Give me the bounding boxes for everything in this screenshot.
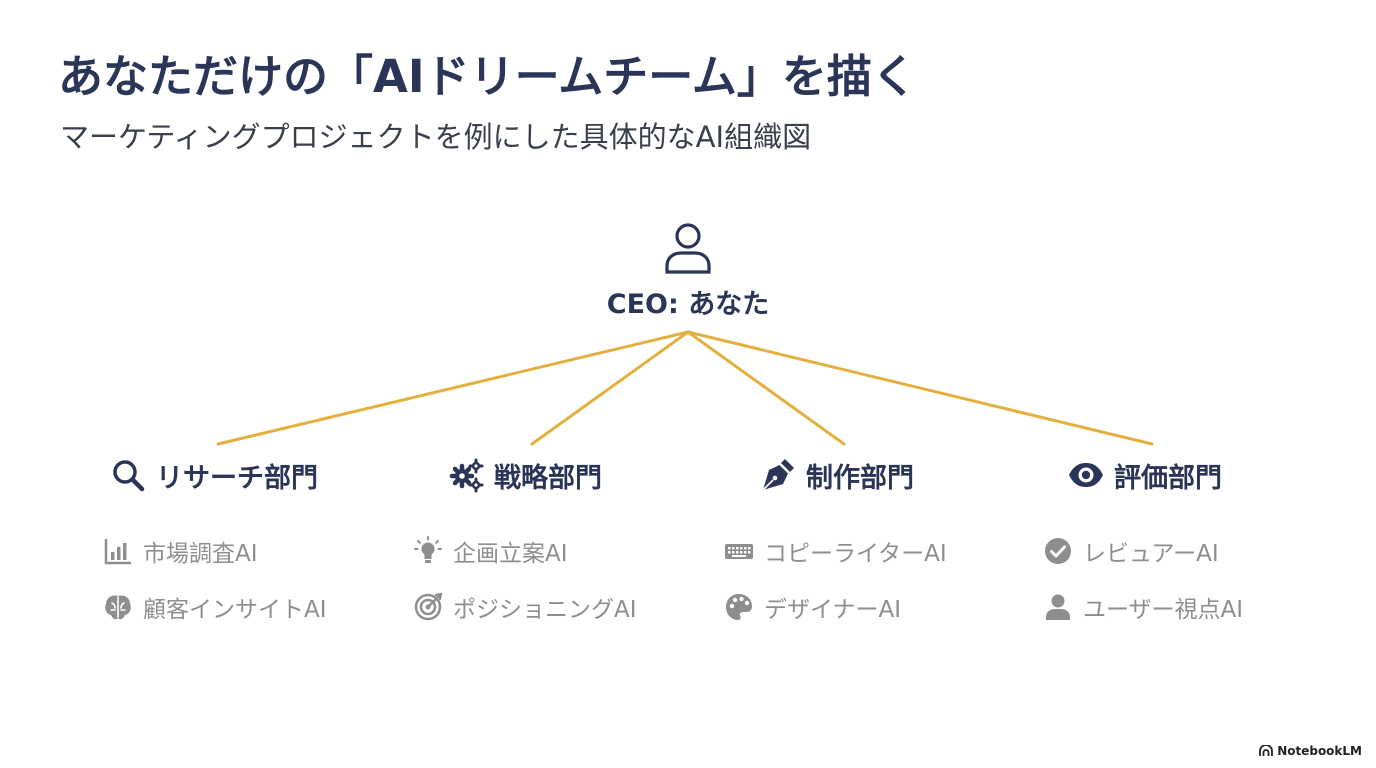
connector-production bbox=[686, 330, 846, 446]
keyboard-icon bbox=[725, 544, 753, 559]
connector-strategy bbox=[530, 330, 690, 446]
department-strategy: 戦略部門 bbox=[448, 455, 602, 495]
list-item-customer-insight-ai: 顧客インサイトAI bbox=[103, 589, 327, 625]
list-item-user-perspective-ai: ユーザー視点AI bbox=[1043, 589, 1243, 625]
magnifier-icon bbox=[113, 460, 145, 492]
person-icon bbox=[665, 223, 711, 274]
page-subtitle: マーケティングプロジェクトを例にした具体的なAI組織図 bbox=[60, 120, 812, 154]
brain-icon bbox=[105, 595, 131, 620]
department-production: 制作部門 bbox=[760, 455, 914, 495]
department-strategy-label: 戦略部門 bbox=[494, 462, 602, 494]
gears-icon bbox=[449, 458, 484, 493]
department-research: リサーチ部門 bbox=[110, 455, 318, 495]
target-icon bbox=[414, 592, 443, 621]
connector-evaluation bbox=[686, 330, 1154, 446]
list-item-designer-ai: デザイナーAI bbox=[724, 589, 901, 625]
ceo-label: CEO: あなた bbox=[606, 289, 770, 320]
connector-research bbox=[216, 330, 690, 446]
user-icon bbox=[1046, 594, 1070, 620]
notebooklm-label: NotebookLM bbox=[1277, 744, 1362, 758]
notebooklm-watermark: NotebookLM bbox=[1259, 744, 1362, 758]
eye-icon bbox=[1069, 463, 1103, 487]
list-item-market-research-ai: 市場調査AI bbox=[103, 533, 258, 569]
list-item-copywriter-ai: コピーライターAI bbox=[724, 533, 947, 569]
lightbulb-icon bbox=[414, 536, 442, 563]
department-research-label: リサーチ部門 bbox=[156, 462, 318, 494]
department-evaluation: 評価部門 bbox=[1068, 455, 1222, 495]
list-item-positioning-ai: ポジショニングAI bbox=[413, 589, 637, 625]
list-item-planning-ai: 企画立案AI bbox=[413, 533, 568, 569]
bar-chart-icon bbox=[104, 539, 131, 565]
notebooklm-logo-icon bbox=[1259, 745, 1274, 756]
department-production-label: 制作部門 bbox=[806, 462, 914, 494]
pen-nib-icon bbox=[762, 459, 794, 491]
list-item-reviewer-ai: レビュアーAI bbox=[1043, 533, 1219, 569]
page-title: あなただけの「AIドリームチーム」を描く bbox=[58, 50, 917, 103]
check-circle-icon bbox=[1045, 538, 1071, 564]
ceo-node: CEO: あなた bbox=[588, 222, 788, 321]
department-evaluation-label: 評価部門 bbox=[1114, 462, 1222, 494]
palette-icon bbox=[726, 594, 752, 620]
